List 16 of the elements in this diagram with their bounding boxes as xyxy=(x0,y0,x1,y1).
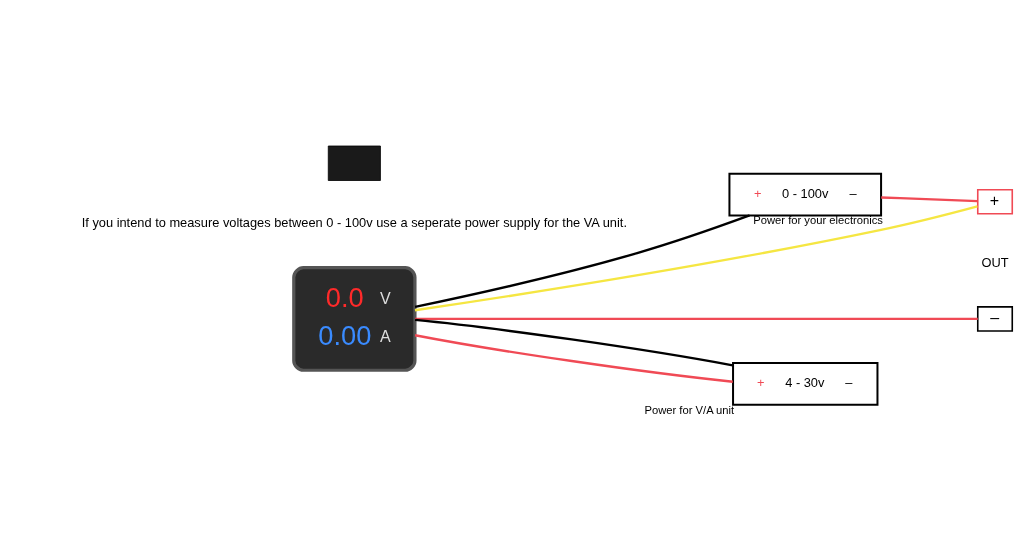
node-label: Power for V/A unit xyxy=(643,403,734,416)
connector xyxy=(880,196,977,203)
label: OUT xyxy=(980,254,1009,270)
node-box: + 4 - 30v – xyxy=(731,362,878,406)
connector xyxy=(414,334,733,383)
label: If you intend to measure voltages between 0 - 100v use a seperate power supply for the VA unit. xyxy=(81,215,627,231)
node-label: Power for your electronics xyxy=(752,214,883,227)
node-box: + xyxy=(976,188,1013,215)
connector xyxy=(414,317,978,321)
connector xyxy=(414,214,750,309)
node-box: 0.0 V 0.00 A xyxy=(291,265,417,372)
connector xyxy=(414,205,978,312)
node-box xyxy=(327,145,381,181)
node-box: + 0 - 100v – xyxy=(727,172,882,217)
connector xyxy=(414,318,733,367)
node-box: – xyxy=(976,306,1013,332)
